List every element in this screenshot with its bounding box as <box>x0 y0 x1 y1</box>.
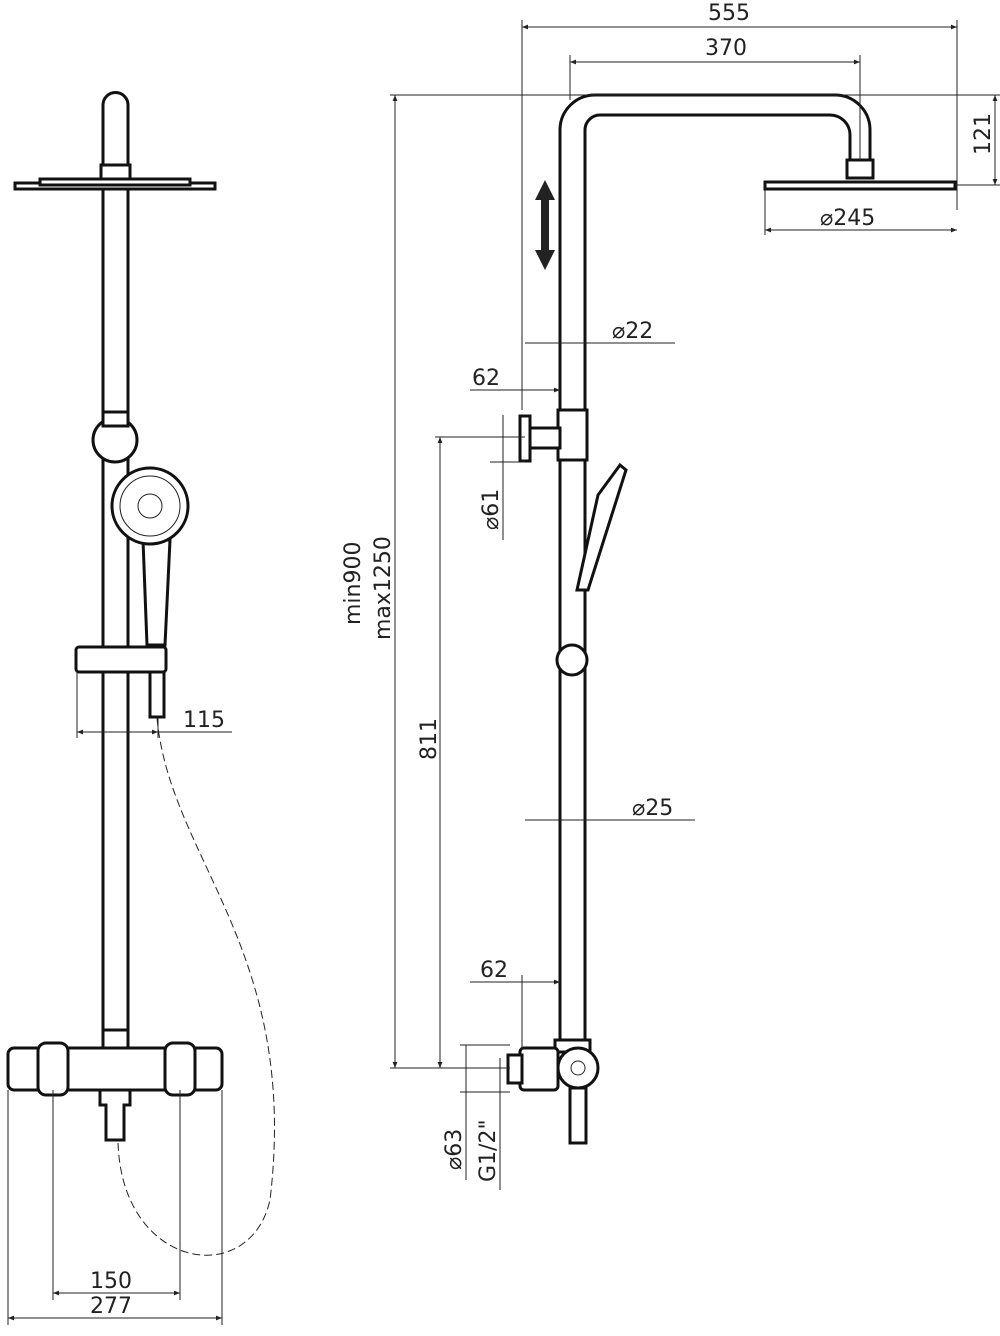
dim-connection-thread: G1/2" <box>476 1119 501 1182</box>
spout <box>98 1088 132 1142</box>
head-plate <box>38 177 192 187</box>
dim-height-max: max1250 <box>371 536 396 640</box>
mixer-body-side <box>556 1046 600 1090</box>
dim-holder-offset-top: 62 <box>472 366 500 391</box>
dim-rail-height: 811 <box>417 718 442 760</box>
dim-lower-pipe-diameter: ⌀25 <box>632 796 673 821</box>
holder-clamp <box>101 410 130 428</box>
spout-side <box>568 1086 588 1145</box>
height-adjust-arrow <box>535 180 555 270</box>
dim-head-drop: 121 <box>971 113 996 155</box>
inlet <box>506 1053 524 1085</box>
dim-arm-length: 370 <box>705 36 747 61</box>
rain-shower-head-side <box>763 180 957 191</box>
head-joint <box>845 158 875 180</box>
hand-shower-side <box>575 462 628 592</box>
dim-inlet-spacing: 150 <box>90 1269 132 1294</box>
diverter-body <box>556 408 589 462</box>
dim-hand-shower-offset: 115 <box>183 708 225 733</box>
hand-shower-head <box>110 466 190 546</box>
dim-mixer-width: 277 <box>90 1294 132 1319</box>
dim-total-width: 555 <box>708 1 750 26</box>
slider-holder <box>74 645 168 674</box>
hose-connector <box>148 670 166 719</box>
overhead-arm <box>558 93 872 1042</box>
dim-diverter-diameter: ⌀61 <box>479 489 504 530</box>
front-view: 115 150 277 <box>6 91 275 1325</box>
dim-height-min: min900 <box>341 542 366 625</box>
side-view: 555 370 121 ⌀245 ⌀22 62 ⌀61 811 min900 m… <box>341 1 1000 1190</box>
shower-hose <box>117 717 275 1256</box>
dim-head-diameter: ⌀245 <box>820 206 875 231</box>
dim-mixer-diameter: ⌀63 <box>442 1129 467 1170</box>
shower-rod <box>101 91 130 1042</box>
wall-connector <box>518 1046 560 1092</box>
dim-outlet-offset-bottom: 62 <box>480 958 508 983</box>
dim-upper-pipe-diameter: ⌀22 <box>612 319 653 344</box>
diverter-stem <box>528 426 562 450</box>
hand-shower-handle <box>141 538 172 647</box>
slider-knob <box>555 643 589 677</box>
